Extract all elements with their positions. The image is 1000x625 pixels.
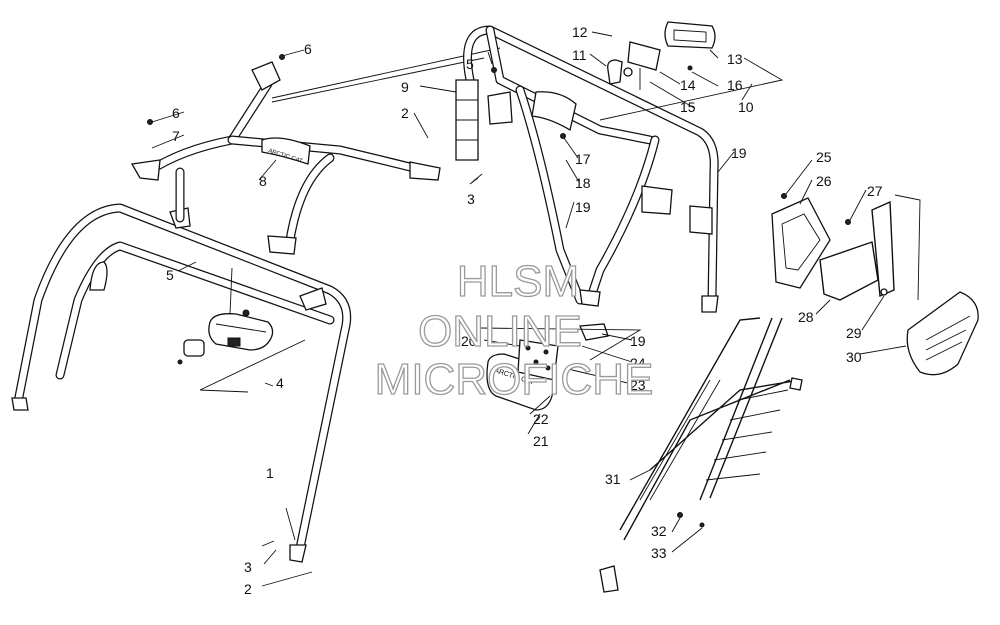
watermark-line-1: HLSM (457, 257, 579, 306)
callout-20: 20 (461, 333, 477, 349)
callout-2-upper: 2 (401, 105, 409, 121)
callout-18: 18 (575, 175, 591, 191)
rear-view-mirror (177, 267, 306, 393)
callout-10: 10 (738, 99, 754, 115)
upper-front-bar: ARCTIC CAT (130, 47, 501, 255)
callout-labels: 1 2 2 3 3 4 5 5 6 6 7 8 9 10 11 12 13 14… (166, 24, 883, 597)
callout-19-lower: 19 (630, 333, 646, 349)
callout-6-upper: 6 (304, 41, 312, 57)
callout-19-right: 19 (731, 145, 747, 161)
callout-1: 1 (266, 465, 274, 481)
callout-12: 12 (572, 24, 588, 40)
side-net (599, 317, 803, 593)
callout-26: 26 (816, 173, 832, 189)
rear-bracket-assembly (771, 193, 979, 376)
callout-29: 29 (846, 325, 862, 341)
callout-30: 30 (846, 349, 862, 365)
callout-31: 31 (605, 471, 621, 487)
callout-3-lower: 3 (244, 559, 252, 575)
watermark-line-2: ONLINE (418, 307, 582, 356)
callout-5-lower: 5 (166, 267, 174, 283)
callout-6-lower: 6 (172, 105, 180, 121)
callout-15: 15 (680, 99, 696, 115)
rear-cage (455, 25, 719, 313)
front-roll-bar (11, 203, 352, 563)
watermark: HLSM ONLINE MICROFICHE (374, 256, 654, 404)
callout-3-upper: 3 (467, 191, 475, 207)
callout-2-lower: 2 (244, 581, 252, 597)
callout-32: 32 (651, 523, 667, 539)
leader-lines (151, 31, 907, 587)
callout-9: 9 (401, 79, 409, 95)
callout-27: 27 (867, 183, 883, 199)
callout-22: 22 (533, 411, 549, 427)
spotlight-assembly: ARCTIC CAT (479, 323, 642, 411)
callout-17: 17 (575, 151, 591, 167)
callout-7: 7 (172, 128, 180, 144)
callout-21: 21 (533, 433, 549, 449)
callout-8: 8 (259, 173, 267, 189)
callout-16: 16 (727, 77, 743, 93)
callout-11: 11 (572, 47, 587, 63)
callout-5-upper: 5 (466, 56, 474, 72)
callout-28: 28 (798, 309, 814, 325)
callout-14: 14 (680, 77, 696, 93)
watermark-line-3: MICROFICHE (375, 355, 654, 404)
callout-23: 23 (630, 377, 646, 393)
callout-24: 24 (630, 355, 646, 371)
callout-4: 4 (276, 375, 284, 391)
callout-25: 25 (816, 149, 832, 165)
rear-light-assembly (599, 21, 784, 121)
callout-33: 33 (651, 545, 667, 561)
callout-19-center: 19 (575, 199, 591, 215)
callout-13: 13 (727, 51, 743, 67)
